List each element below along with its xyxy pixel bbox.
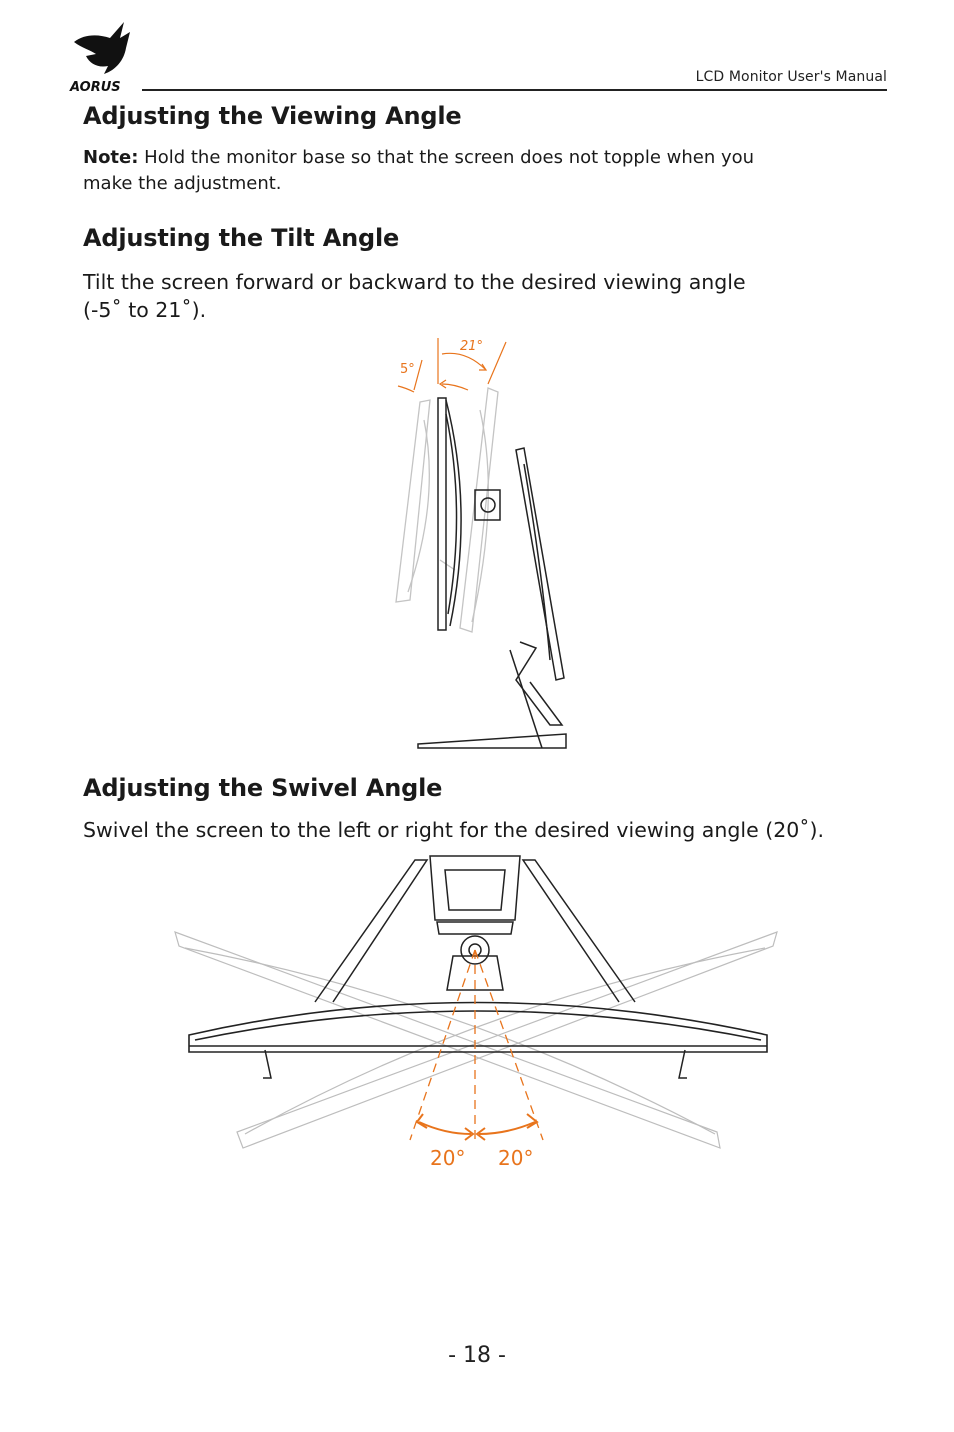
tilt-forward-label: 5° [400,362,415,377]
ghost-monitor-forward [395,399,431,603]
header-rule [142,89,887,91]
ghost-panel-right-swivel [236,931,778,1149]
section-title-viewing: Adjusting the Viewing Angle [83,102,462,130]
tilt-diagram: 5° 21° [395,338,567,749]
manual-title: LCD Monitor User's Manual [695,69,887,85]
swivel-right-label: 20° [498,1146,533,1170]
swivel-left-label: 20° [430,1146,465,1170]
monitor-panel-top-view [188,1001,768,1053]
swivel-diagram: 20° 20° [174,855,778,1170]
tilt-text-line1: Tilt the screen forward or backward to t… [83,270,746,294]
tilt-text-line2: (-5˚ to 21˚). [83,298,207,322]
monitor-upright [437,397,501,631]
section-title-swivel: Adjusting the Swivel Angle [83,774,443,802]
section-title-tilt: Adjusting the Tilt Angle [83,224,400,252]
swivel-angle-guides [409,949,544,1141]
tilt-paragraph: Tilt the screen forward or backward to t… [83,268,883,324]
tilt-backward-label: 21° [460,339,483,354]
page-number: - 18 - [448,1343,506,1368]
tilt-angle-indicators [397,338,507,393]
monitor-on-stand [417,447,567,749]
logo-wordmark: AORUS [69,80,121,94]
swivel-angle-arrows [415,1113,539,1141]
note-paragraph: Note: Hold the monitor base so that the … [83,145,883,197]
swivel-paragraph: Swivel the screen to the left or right f… [83,818,825,842]
ghost-monitor-backward [439,387,499,633]
note-text-line1: Hold the monitor base so that the screen… [138,147,755,168]
ghost-panel-left-swivel [174,931,721,1149]
aorus-logo: AORUS [69,22,130,94]
eagle-icon [74,22,130,74]
note-label: Note: [83,147,139,168]
note-text-line2: make the adjustment. [83,173,282,194]
